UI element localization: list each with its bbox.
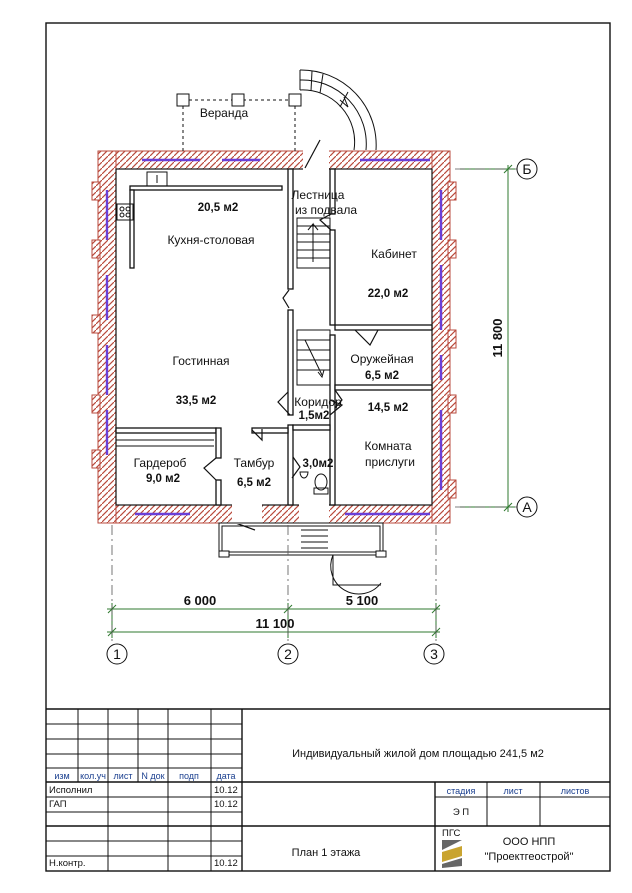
tb-row1-role: Исполнил	[49, 785, 92, 796]
kitchen-equipment	[116, 171, 168, 221]
room-kitchen-area: 20,5 м2	[198, 202, 238, 214]
tb-col-izm: изм	[54, 771, 69, 781]
tb-sheets-header: листов	[561, 786, 590, 796]
axis-label-b: Б	[522, 161, 531, 177]
bottom-entrance-gap-2	[299, 504, 329, 524]
room-wc-area: 3,0м2	[303, 458, 334, 470]
room-gun-room: Оружейная	[350, 352, 413, 366]
room-stair-label-2: из подвала	[295, 203, 357, 217]
axis-label-3: 3	[430, 646, 438, 662]
room-gun-room-area: 6,5 м2	[365, 370, 399, 382]
windows	[105, 158, 443, 516]
room-kitchen: Кухня-столовая	[167, 233, 254, 247]
top-door-leaf	[304, 139, 321, 169]
tb-sheet-header: лист	[504, 786, 523, 796]
tb-stage-value: Э П	[453, 807, 469, 818]
tb-row3-date: 10.12	[214, 858, 238, 869]
tb-row2-date: 10.12	[214, 799, 238, 810]
wardrobe-shelves	[116, 439, 214, 447]
tb-org-name-1: ООО НПП	[503, 836, 556, 848]
bottom-entrance-gap-1	[232, 504, 262, 524]
wall-pilasters	[91, 181, 457, 499]
room-wardrobe: Гардероб	[134, 456, 187, 470]
tb-row2-role: ГАП	[49, 799, 67, 810]
room-servant-2: прислуги	[365, 455, 415, 469]
room-vestibule-area: 6,5 м2	[237, 477, 271, 489]
tb-project-title: Индивидуальный жилой дом площадью 241,5 …	[292, 748, 544, 760]
room-living-area: 33,5 м2	[176, 395, 216, 407]
room-veranda: Веранда	[200, 106, 249, 120]
inner-wall-outline	[115, 168, 433, 506]
tb-drawing-title: План 1 этажа	[292, 847, 362, 859]
toilet-fixture	[313, 473, 329, 495]
tb-col-list: лист	[114, 771, 133, 781]
logo-text: ПГС	[442, 828, 461, 839]
front-porch	[218, 522, 387, 595]
axis-lines	[111, 168, 520, 642]
tb-col-data: дата	[216, 771, 235, 781]
top-entrance-gap	[303, 150, 329, 170]
sheet-frame	[45, 22, 611, 872]
dimension-5100: 5 100	[346, 593, 379, 608]
tb-row1-date: 10.12	[214, 785, 238, 796]
company-logo: ПГС	[442, 828, 462, 868]
corridor-staircase	[296, 329, 331, 386]
room-stair-label-1: Лестница	[292, 188, 345, 202]
wc-sink-icon	[299, 471, 309, 479]
title-block	[46, 708, 610, 871]
veranda-structure	[176, 69, 377, 151]
interior-walls	[115, 168, 433, 506]
dimension-6000: 6 000	[184, 593, 217, 608]
tb-stage-header: стадия	[447, 786, 476, 796]
room-living: Гостинная	[173, 354, 230, 368]
room-cabinet-area: 22,0 м2	[368, 288, 408, 300]
tb-col-ndok: N док	[141, 771, 164, 781]
room-wardrobe-area: 9,0 м2	[146, 473, 180, 485]
room-vestibule: Тамбур	[234, 456, 275, 470]
tb-org-name-2: "Проектгеострой"	[485, 851, 574, 863]
dimension-11800: 11 800	[490, 318, 505, 357]
room-cabinet: Кабинет	[371, 247, 417, 261]
axis-label-1: 1	[113, 646, 121, 662]
room-corridor-area: 1,5м2	[299, 410, 330, 422]
room-servant-area: 14,5 м2	[368, 402, 408, 414]
room-servant-1: Комната	[365, 439, 412, 453]
tb-col-kol: кол.уч	[80, 771, 106, 781]
axis-bubbles	[106, 158, 538, 665]
axis-label-2: 2	[284, 646, 292, 662]
axis-label-a: А	[522, 499, 532, 515]
tb-col-podp: подп	[179, 771, 199, 781]
room-corridor: Коридор	[294, 395, 342, 409]
basement-staircase	[296, 217, 331, 269]
dimension-11100: 11 100	[255, 616, 294, 631]
tb-row3-role: Н.контр.	[49, 858, 86, 869]
